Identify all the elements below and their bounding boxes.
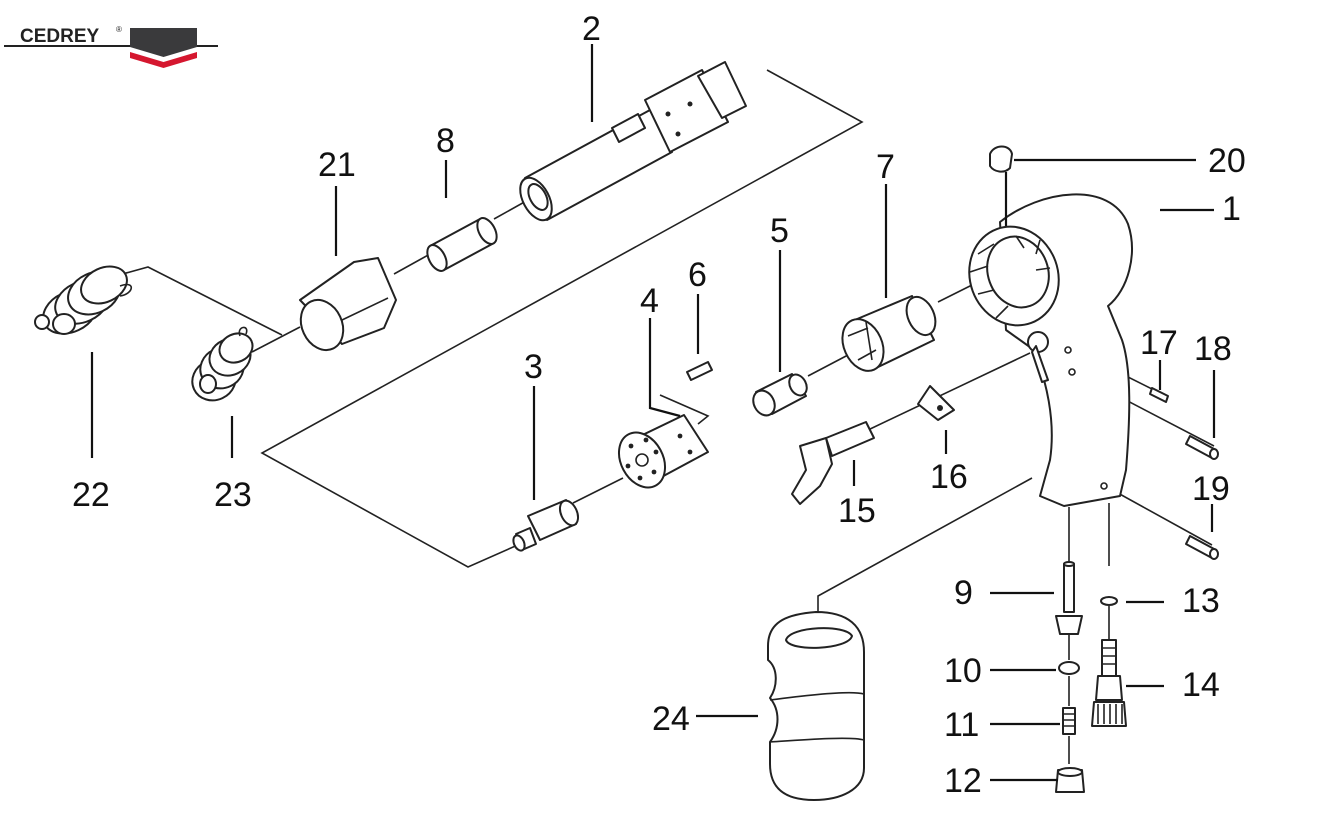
brand-shield-accent xyxy=(130,52,197,68)
callout-5: 5 xyxy=(770,212,789,250)
part-22-large-spring xyxy=(34,265,133,335)
callout-24: 24 xyxy=(652,700,690,738)
part-5-bushing xyxy=(752,373,808,417)
part-12-plug xyxy=(1055,767,1085,793)
callout-22: 22 xyxy=(72,476,110,514)
callout-12: 12 xyxy=(944,762,982,800)
callout-11: 11 xyxy=(944,706,979,744)
part-11-spring xyxy=(1062,707,1076,735)
part-2-barrel xyxy=(519,61,747,222)
part-6-pin xyxy=(686,361,713,381)
part-18-pin xyxy=(1185,435,1219,460)
assembly-guide-lines xyxy=(107,69,1215,764)
part-4-cylinder xyxy=(617,414,709,489)
callout-20: 20 xyxy=(1208,142,1246,180)
part-3-plunger xyxy=(512,499,580,552)
callout-leaders xyxy=(90,44,1216,782)
brand-name: CEDREY xyxy=(20,26,100,47)
callout-9: 9 xyxy=(954,574,973,612)
callout-23: 23 xyxy=(214,476,252,514)
part-17-pin xyxy=(1149,387,1169,403)
callout-19: 19 xyxy=(1192,470,1230,508)
part-1-handle-housing xyxy=(968,193,1133,507)
part-14-regulator xyxy=(1091,639,1127,727)
callout-7: 7 xyxy=(876,148,895,186)
callout-labels: 1 2 3 4 5 6 7 8 9 10 11 12 13 14 15 16 1… xyxy=(72,10,1246,800)
callout-18: 18 xyxy=(1194,330,1232,368)
brand-logo: CEDREY ® xyxy=(4,25,218,68)
part-7-valve-body xyxy=(841,295,937,372)
callout-16: 16 xyxy=(930,458,968,496)
brand-shield-dark xyxy=(130,28,197,57)
callout-14: 14 xyxy=(1182,666,1220,704)
part-9-valve-stem xyxy=(1055,561,1083,635)
callout-21: 21 xyxy=(318,146,356,184)
part-19-pin xyxy=(1185,535,1219,560)
part-16-lever xyxy=(917,385,955,421)
callout-2: 2 xyxy=(582,10,601,48)
part-13-o-ring xyxy=(1100,596,1118,606)
part-20-cap xyxy=(989,145,1013,173)
callout-1: 1 xyxy=(1222,190,1241,228)
callout-15: 15 xyxy=(838,492,876,530)
part-21-nozzle-cap xyxy=(299,257,397,352)
callout-3: 3 xyxy=(524,348,543,386)
part-15-trigger xyxy=(791,421,875,505)
part-23-small-spring xyxy=(191,326,254,402)
callout-8: 8 xyxy=(436,122,455,160)
part-10-o-ring xyxy=(1058,661,1080,675)
part-24-grip-sleeve xyxy=(767,611,865,801)
callout-4: 4 xyxy=(640,282,659,320)
brand-registered-mark: ® xyxy=(116,25,122,34)
callout-10: 10 xyxy=(944,652,982,690)
callout-6: 6 xyxy=(688,256,707,294)
callout-13: 13 xyxy=(1182,582,1220,620)
callout-17: 17 xyxy=(1140,324,1178,362)
part-8-sleeve xyxy=(426,217,498,272)
